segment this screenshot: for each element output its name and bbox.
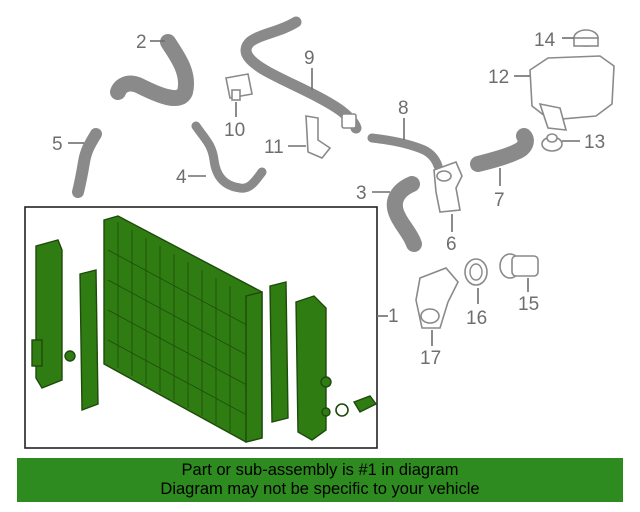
- callout-10: 10: [224, 120, 245, 141]
- part-15-thermostat: 15: [499, 253, 539, 315]
- part-17-inlet: 17: [415, 267, 459, 369]
- part-13-grommet: 13: [541, 132, 605, 153]
- callout-13: 13: [584, 132, 605, 153]
- callout-4: 4: [176, 167, 187, 188]
- part-4-hose: 4: [176, 121, 267, 193]
- part-7-hose: 7: [470, 128, 534, 211]
- part-2-upper-hose: 2: [110, 32, 195, 106]
- callout-1: 1: [388, 306, 399, 327]
- callout-17: 17: [420, 348, 441, 369]
- callout-3: 3: [356, 183, 367, 204]
- callout-11: 11: [264, 137, 284, 158]
- callout-12: 12: [488, 67, 509, 88]
- callout-6: 6: [446, 234, 457, 255]
- part-11-bracket: 11: [264, 115, 332, 159]
- callout-9: 9: [304, 48, 315, 69]
- part-8-hose: 8: [367, 98, 443, 171]
- part-16-gasket: 16: [464, 258, 488, 329]
- callout-16: 16: [466, 308, 487, 329]
- callout-15: 15: [518, 294, 539, 315]
- part-1-radiator: [31, 215, 378, 443]
- part-12-reservoir: 12: [488, 55, 615, 131]
- part-3-hose: 3: [356, 176, 422, 252]
- callout-2: 2: [136, 32, 147, 53]
- part-6-housing: 6: [433, 160, 463, 255]
- part-14-cap: 14: [534, 29, 599, 51]
- callout-5: 5: [52, 134, 63, 155]
- part-10-bracket: 10: [224, 73, 253, 141]
- callout-14: 14: [534, 30, 556, 51]
- callout-7: 7: [494, 190, 505, 211]
- banner-line-1: Part or sub-assembly is #1 in diagram: [181, 461, 459, 479]
- notice-banner: Part or sub-assembly is #1 in diagram Di…: [17, 458, 623, 502]
- callout-8: 8: [398, 98, 409, 119]
- radiator-core-grid: [107, 222, 257, 432]
- banner-line-2: Diagram may not be specific to your vehi…: [160, 480, 480, 498]
- part-9-hose: 9: [240, 16, 362, 134]
- part-5-hose: 5: [52, 128, 102, 198]
